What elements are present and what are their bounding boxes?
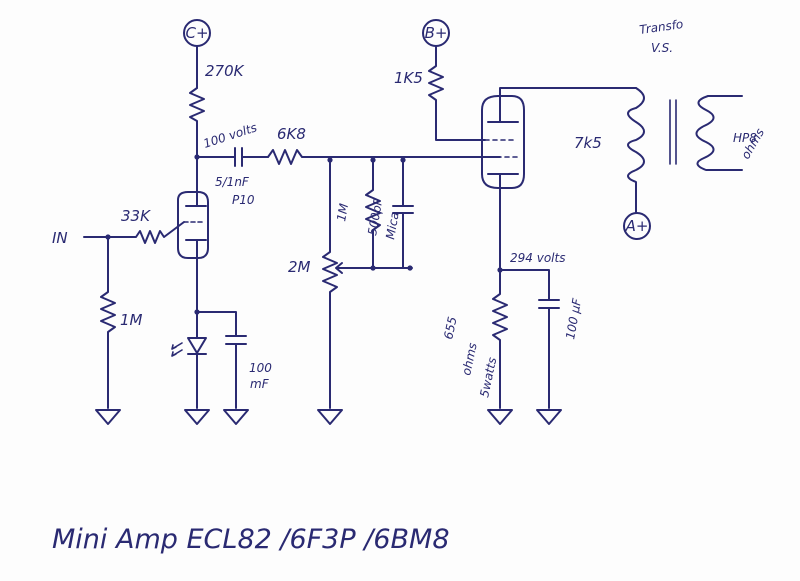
capacitor-100mf: [225, 335, 247, 345]
junction-tone-end: [407, 265, 413, 271]
potentiometer-2m-label: 2M: [288, 258, 311, 276]
transformer-label: Transfo: [638, 17, 684, 37]
resistor-33k-label: 33K: [121, 207, 151, 225]
c-plus-label: C+: [185, 24, 208, 42]
wire-pentode-plate: [499, 87, 637, 123]
resistor-ohms-label: ohms: [459, 342, 480, 377]
capacitor-5-1nf-label: 5/1nF: [215, 175, 250, 189]
transformer-vs-label: V.S.: [651, 41, 673, 55]
wire-cathode-cap: [196, 311, 237, 337]
ground-symbol-bypass: [536, 409, 562, 425]
ground-symbol-cathode: [184, 409, 210, 425]
input-label: IN: [52, 229, 68, 247]
voltage-294-label: 294 volts: [510, 251, 565, 265]
resistor-33k: [107, 221, 185, 244]
a-plus-terminal: A+: [623, 212, 651, 240]
capacitor-p10-label: P10: [232, 193, 255, 207]
resistor-1m-label: 1M: [120, 311, 143, 329]
c-plus-terminal: C+: [183, 19, 211, 47]
resistor-1k5-label: 1K5: [394, 69, 423, 87]
resistor-270k-label: 270K: [205, 62, 245, 80]
resistor-655-label: 655: [441, 315, 459, 340]
page-title: Mini Amp ECL82 /6F3P /6BM8: [52, 524, 450, 555]
capacitor-100uf-label: 100 µF: [563, 296, 584, 340]
capacitor-mica-label: Mica: [383, 211, 402, 241]
capacitor-mf-label: mF: [250, 377, 270, 391]
capacitor-500pf: [392, 205, 414, 214]
transformer-secondary: [695, 95, 743, 171]
capacitor-100uf: [538, 299, 560, 309]
ground-symbol-cap: [223, 409, 249, 425]
triode-tube: [177, 191, 209, 259]
wire-bypass-cap: [499, 269, 550, 301]
transformer-7k5-label: 7k5: [574, 134, 602, 152]
capacitor-500pf-label: 500pF: [365, 196, 385, 236]
led-diode: [171, 337, 207, 357]
capacitor-100-label: 100: [249, 361, 272, 375]
resistor-1k5: [428, 45, 486, 141]
b-plus-terminal: B+: [422, 19, 450, 47]
led-arrow-icon: [171, 342, 183, 350]
resistor-1m-b-label: 1M: [334, 202, 351, 223]
voltage-100-label: 100 volts: [202, 120, 259, 150]
resistor-6k8: [267, 149, 331, 165]
a-plus-label: A+: [625, 217, 649, 235]
ground-symbol-pot: [317, 409, 343, 425]
resistor-6k8-label: 6K8: [277, 125, 306, 143]
speaker-hp8-label: HP8: [733, 131, 757, 145]
led-arrow-icon-2: [171, 349, 183, 357]
resistor-655-ohms: [492, 269, 508, 409]
transformer-core: [669, 99, 677, 165]
transformer-primary-7k5: [627, 87, 645, 214]
resistor-5watts-label: 5watts: [477, 356, 499, 398]
resistor-1m-tone: [365, 159, 381, 269]
capacitor-5-1nf: [234, 147, 243, 167]
resistor-270k: [189, 87, 205, 156]
resistor-1m-grid: [100, 236, 116, 409]
potentiometer-2m: [322, 159, 338, 409]
ground-symbol-input: [95, 409, 121, 425]
pentode-tube: [481, 95, 525, 189]
potentiometer-wiper: [335, 262, 349, 274]
b-plus-label: B+: [425, 24, 448, 42]
ground-symbol-pentode: [487, 409, 513, 425]
junction-tone-bottom: [370, 265, 376, 271]
